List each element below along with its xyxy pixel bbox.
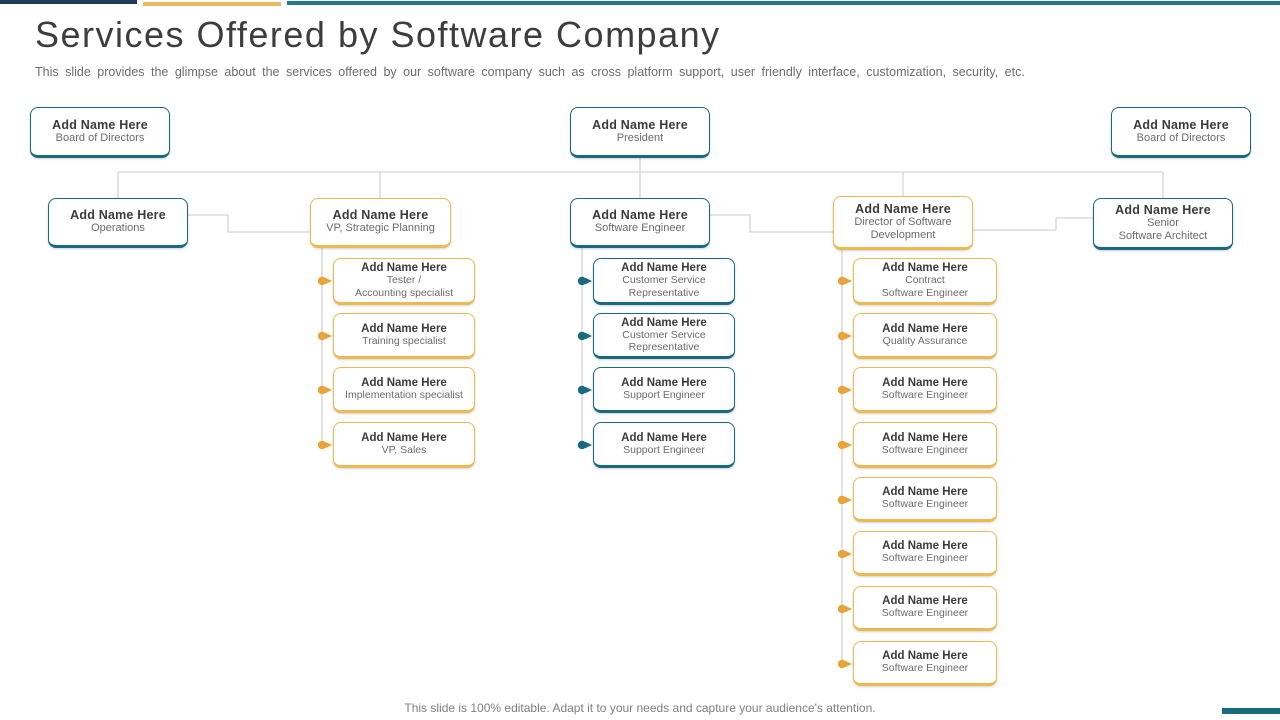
- org-node-software-engineer-5[interactable]: Add Name Here Software Engineer: [853, 586, 997, 631]
- node-name: Add Name Here: [621, 262, 707, 275]
- node-title: Customer Service Representative: [622, 274, 706, 299]
- node-name: Add Name Here: [882, 595, 968, 608]
- org-node-software-engineer-1[interactable]: Add Name Here Software Engineer: [853, 367, 997, 413]
- org-node-board-of-directors-left[interactable]: Add Name Here Board of Directors: [30, 107, 170, 158]
- node-title: Software Engineer: [881, 498, 969, 511]
- org-node-implementation-specialist[interactable]: Add Name Here Implementation specialist: [333, 367, 475, 413]
- page-subtitle: This slide provides the glimpse about th…: [35, 65, 1025, 79]
- node-name: Add Name Here: [882, 431, 968, 444]
- node-name: Add Name Here: [361, 262, 447, 275]
- node-title: Software Engineer: [881, 552, 969, 565]
- node-title: Tester / Accounting specialist: [354, 274, 454, 299]
- node-name: Add Name Here: [882, 540, 968, 553]
- node-title: VP, Strategic Planning: [326, 222, 435, 235]
- node-title: Quality Assurance: [882, 334, 968, 347]
- node-title: President: [616, 131, 664, 144]
- node-name: Add Name Here: [621, 431, 707, 444]
- org-node-quality-assurance[interactable]: Add Name Here Quality Assurance: [853, 313, 997, 359]
- org-node-president[interactable]: Add Name Here President: [570, 107, 710, 158]
- node-name: Add Name Here: [882, 262, 968, 275]
- node-title: Software Engineer: [881, 388, 969, 401]
- editable-note: This slide is 100% editable. Adapt it to…: [404, 701, 876, 715]
- accent-bar-teal: [287, 1, 1280, 5]
- node-title: Board of Directors: [1136, 131, 1226, 144]
- node-name: Add Name Here: [592, 208, 688, 223]
- node-name: Add Name Here: [70, 208, 166, 223]
- org-node-software-engineer[interactable]: Add Name Here Software Engineer: [570, 198, 710, 248]
- node-title: Support Engineer: [623, 388, 705, 401]
- org-node-software-engineer-6[interactable]: Add Name Here Software Engineer: [853, 641, 997, 686]
- node-name: Add Name Here: [1115, 202, 1211, 217]
- vp-branch-bullets: [317, 276, 332, 450]
- node-title: Implementation specialist: [345, 388, 463, 401]
- node-name: Add Name Here: [361, 322, 447, 335]
- node-title: Customer Service Representative: [622, 328, 706, 353]
- se-branch-bullets: [577, 276, 592, 450]
- node-name: Add Name Here: [621, 376, 707, 389]
- org-node-tester-accounting-specialist[interactable]: Add Name Here Tester / Accounting specia…: [333, 258, 475, 305]
- org-node-software-engineer-3[interactable]: Add Name Here Software Engineer: [853, 477, 997, 522]
- node-title: Director of Software Development: [854, 215, 952, 241]
- bottom-right-accent-bar: [1222, 708, 1280, 714]
- org-node-software-engineer-4[interactable]: Add Name Here Software Engineer: [853, 531, 997, 576]
- node-name: Add Name Here: [361, 376, 447, 389]
- org-node-director-software-development[interactable]: Add Name Here Director of Software Devel…: [833, 196, 973, 250]
- node-title: Software Engineer: [881, 607, 969, 620]
- node-name: Add Name Here: [882, 376, 968, 389]
- node-title: VP, Sales: [381, 443, 427, 456]
- node-title: Contract Software Engineer: [881, 274, 969, 299]
- director-branch-bullets: [837, 276, 852, 669]
- node-title: Training specialist: [362, 334, 446, 347]
- node-title: Operations: [91, 222, 145, 235]
- org-node-customer-service-rep-1[interactable]: Add Name Here Customer Service Represent…: [593, 258, 735, 305]
- org-node-vp-strategic-planning[interactable]: Add Name Here VP, Strategic Planning: [310, 198, 451, 248]
- node-title: Software Engineer: [594, 222, 686, 235]
- org-node-support-engineer-1[interactable]: Add Name Here Support Engineer: [593, 367, 735, 413]
- accent-bar-navy: [0, 0, 137, 4]
- org-node-contract-software-engineer[interactable]: Add Name Here Contract Software Engineer: [853, 258, 997, 305]
- node-title: Board of Directors: [55, 131, 145, 144]
- node-name: Add Name Here: [621, 316, 707, 329]
- node-name: Add Name Here: [592, 117, 688, 132]
- node-name: Add Name Here: [882, 650, 968, 663]
- node-name: Add Name Here: [855, 201, 951, 216]
- node-title: Software Engineer: [881, 443, 969, 456]
- org-node-training-specialist[interactable]: Add Name Here Training specialist: [333, 313, 475, 359]
- node-title: Support Engineer: [623, 443, 705, 456]
- node-name: Add Name Here: [332, 208, 429, 223]
- node-name: Add Name Here: [882, 486, 968, 499]
- org-node-operations[interactable]: Add Name Here Operations: [48, 198, 188, 248]
- node-name: Add Name Here: [52, 117, 148, 132]
- org-node-vp-sales[interactable]: Add Name Here VP, Sales: [333, 422, 475, 468]
- org-node-senior-software-architect[interactable]: Add Name Here Senior Software Architect: [1093, 198, 1233, 250]
- page-title: Services Offered by Software Company: [35, 14, 721, 55]
- node-name: Add Name Here: [1133, 117, 1229, 132]
- node-title: Senior Software Architect: [1118, 216, 1208, 242]
- org-node-customer-service-rep-2[interactable]: Add Name Here Customer Service Represent…: [593, 313, 735, 359]
- node-name: Add Name Here: [361, 431, 447, 444]
- org-node-board-of-directors-right[interactable]: Add Name Here Board of Directors: [1111, 107, 1251, 158]
- accent-bar-gold: [143, 2, 281, 6]
- org-node-software-engineer-2[interactable]: Add Name Here Software Engineer: [853, 422, 997, 468]
- node-name: Add Name Here: [882, 322, 968, 335]
- org-node-support-engineer-2[interactable]: Add Name Here Support Engineer: [593, 422, 735, 468]
- node-title: Software Engineer: [881, 662, 969, 675]
